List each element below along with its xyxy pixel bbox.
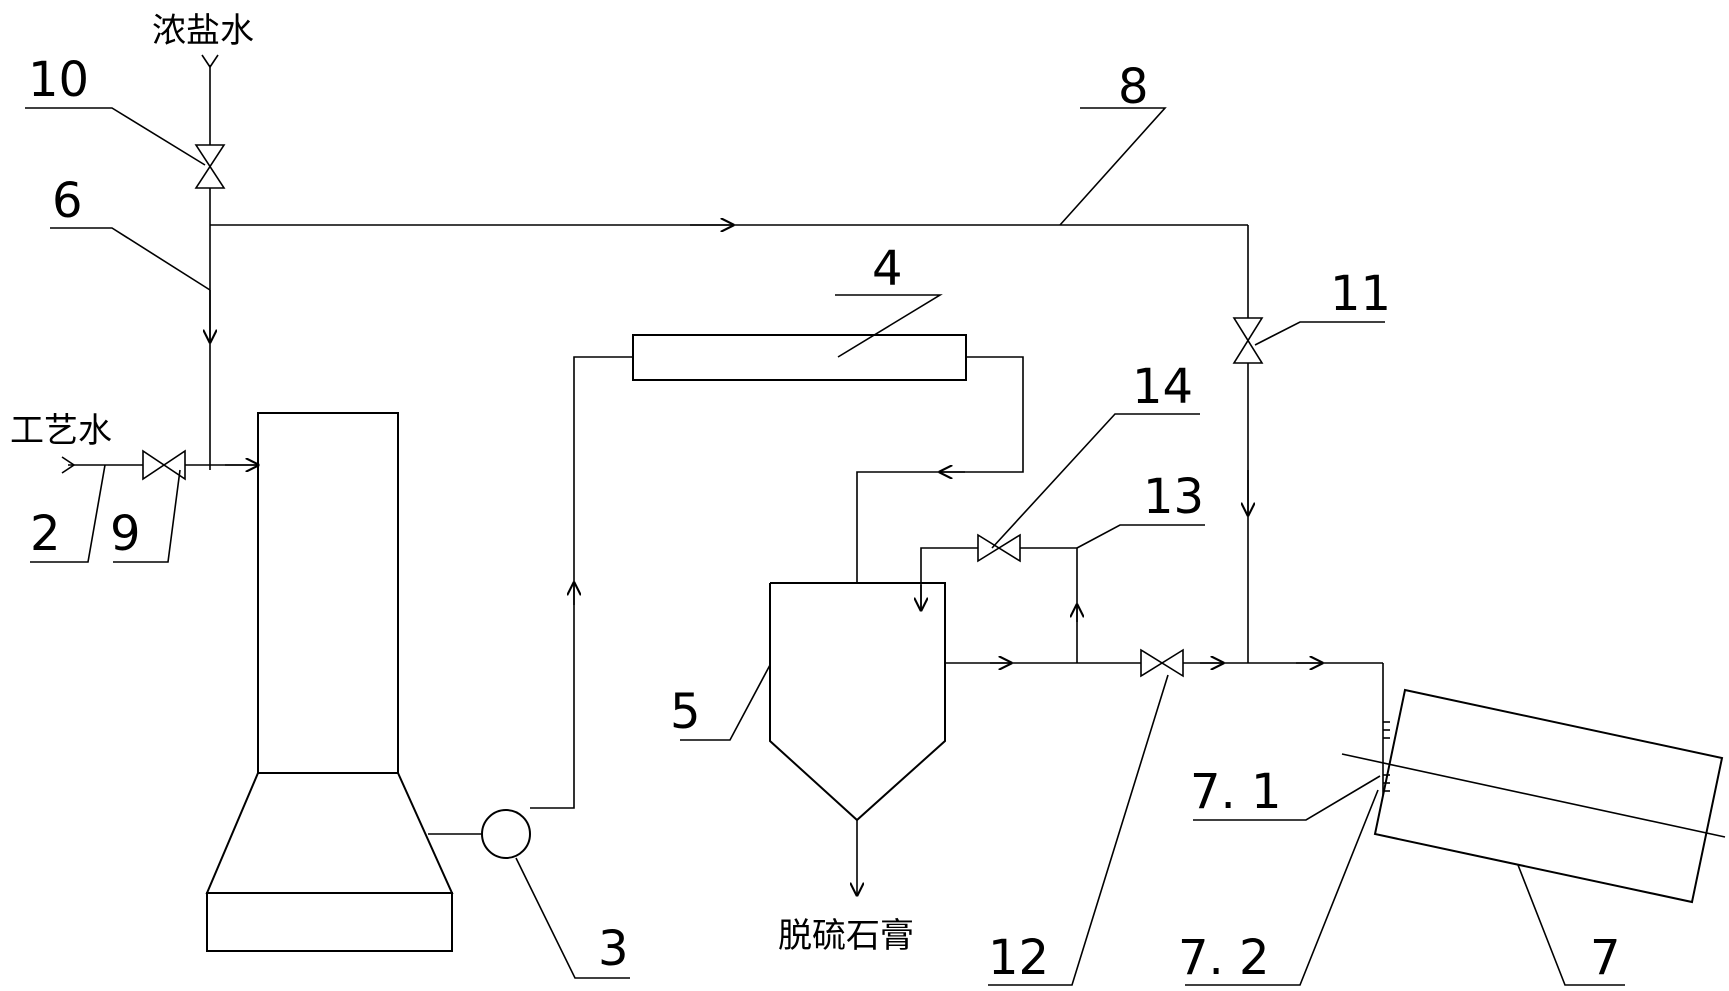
label-4: 4 — [872, 241, 903, 297]
label-2: 2 — [30, 506, 61, 562]
process-water-label: 工艺水 — [10, 411, 112, 451]
label-8: 8 — [1118, 59, 1149, 115]
brine-label: 浓盐水 — [152, 11, 254, 51]
label-13: 13 — [1143, 469, 1204, 525]
label-3: 3 — [598, 921, 629, 977]
gypsum-label: 脱硫石膏 — [778, 916, 914, 956]
spray-nozzles — [1382, 670, 1390, 795]
label-10: 10 — [28, 52, 89, 108]
piping — [61, 54, 1384, 895]
rotary-drum — [1341, 688, 1726, 904]
heater-unit — [632, 334, 967, 381]
cyclone-tank — [769, 582, 946, 822]
valve-12 — [1140, 648, 1184, 678]
label-11: 11 — [1330, 266, 1391, 322]
label-5: 5 — [670, 684, 701, 740]
label-12: 12 — [988, 930, 1049, 986]
leader-lines — [25, 107, 1625, 986]
valve-10 — [194, 144, 226, 189]
valve-11 — [1232, 317, 1264, 364]
label-7-1: 7. 1 — [1190, 764, 1282, 820]
label-7: 7 — [1590, 930, 1621, 986]
valve-9 — [142, 449, 186, 481]
label-9: 9 — [110, 506, 141, 562]
desulfurization-tower — [205, 412, 454, 952]
label-14: 14 — [1132, 359, 1193, 415]
label-7-2: 7. 2 — [1178, 930, 1270, 986]
label-6: 6 — [52, 173, 83, 229]
pump — [481, 809, 531, 859]
valve-14 — [977, 533, 1021, 563]
